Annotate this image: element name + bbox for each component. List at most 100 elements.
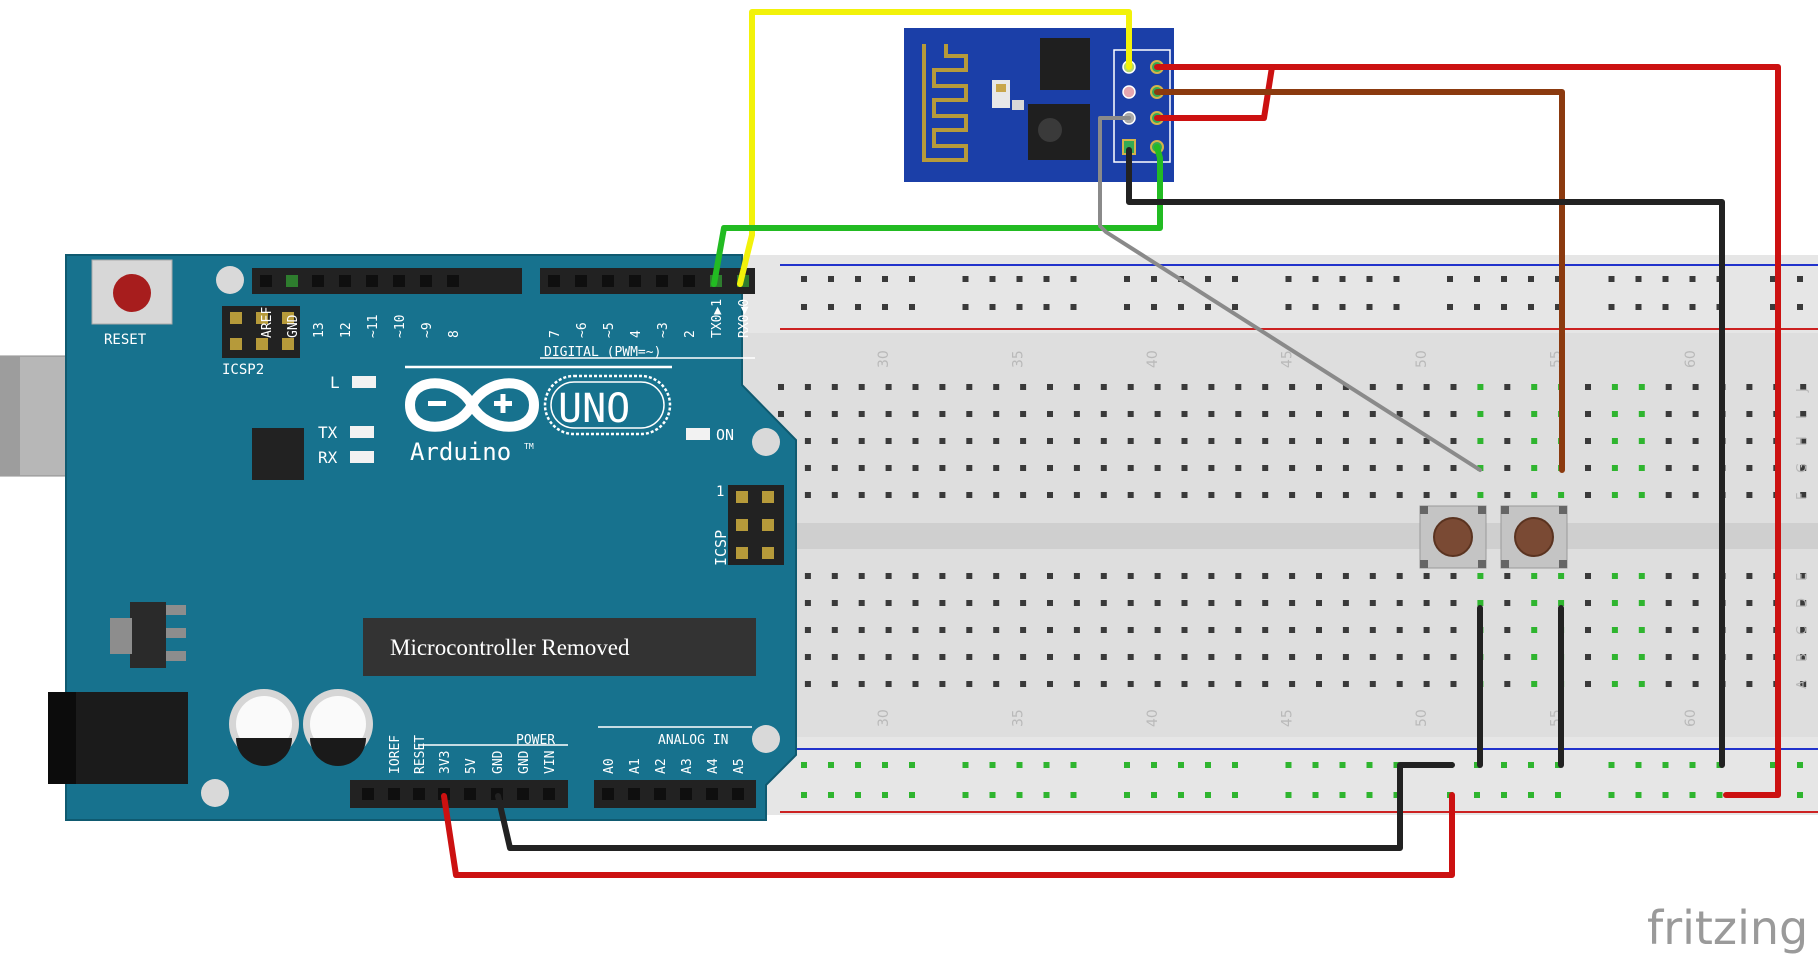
breadboard-hole bbox=[1289, 627, 1296, 633]
wires bbox=[441, 9, 1781, 878]
breadboard-hole bbox=[1339, 792, 1346, 798]
icsp-label: ICSP bbox=[712, 530, 730, 566]
breadboard-hole bbox=[1369, 600, 1376, 606]
breadboard-hole bbox=[1342, 573, 1349, 579]
breadboard-hole bbox=[1531, 573, 1538, 579]
breadboard-hole bbox=[1178, 792, 1184, 798]
breadboard-hole bbox=[831, 411, 838, 417]
breadboard-hole bbox=[1665, 438, 1672, 444]
digital-pin-socket bbox=[312, 275, 324, 287]
breadboard-hole bbox=[831, 465, 838, 471]
breadboard-hole bbox=[1501, 762, 1507, 768]
breadboard-hole bbox=[1151, 276, 1157, 282]
breadboard-hole bbox=[1181, 573, 1188, 579]
breadboard-hole bbox=[1342, 654, 1349, 660]
breadboard-hole bbox=[885, 600, 892, 606]
breadboard-hole bbox=[1692, 627, 1699, 633]
breadboard-hole bbox=[1746, 573, 1753, 579]
digital-pin-socket bbox=[420, 275, 432, 287]
breadboard-hole bbox=[1716, 792, 1723, 798]
breadboard-hole bbox=[1423, 600, 1430, 606]
breadboard-hole bbox=[1396, 411, 1403, 417]
breadboard-hole bbox=[989, 304, 996, 310]
digital-pin-socket bbox=[393, 275, 405, 287]
breadboard-hole bbox=[1423, 411, 1430, 417]
digital-pin-label: ~6 bbox=[575, 322, 590, 338]
breadboard-hole bbox=[1585, 438, 1591, 444]
breadboard-hole bbox=[909, 762, 915, 768]
breadboard-hole bbox=[1366, 762, 1373, 768]
breadboard-hole bbox=[1285, 276, 1292, 282]
breadboard-hole bbox=[1447, 276, 1453, 282]
digital-pin-socket bbox=[575, 275, 587, 287]
push-button-2[interactable] bbox=[1500, 505, 1568, 569]
breadboard-hole bbox=[1154, 600, 1161, 606]
icsp-pin1-label: 1 bbox=[716, 484, 724, 500]
breadboard-hole bbox=[1016, 792, 1023, 798]
breadboard-hole bbox=[1342, 492, 1349, 498]
breadboard-hole bbox=[831, 492, 838, 498]
row-letter: I bbox=[1795, 415, 1810, 419]
digital-pin-socket bbox=[602, 275, 614, 287]
breadboard-hole bbox=[1208, 465, 1215, 471]
wire-red-vcc-esp bbox=[1154, 64, 1781, 798]
push-button-1[interactable] bbox=[1419, 505, 1487, 569]
breadboard-hole bbox=[1369, 654, 1376, 660]
breadboard-hole bbox=[1770, 304, 1776, 310]
breadboard-hole bbox=[966, 627, 973, 633]
breadboard-hole bbox=[1638, 438, 1645, 444]
breadboard-hole bbox=[1047, 384, 1053, 390]
column-number-top: 35 bbox=[1011, 350, 1027, 368]
breadboard-hole bbox=[909, 304, 915, 310]
breadboard-hole bbox=[1800, 627, 1807, 633]
breadboard-hole bbox=[1396, 600, 1403, 606]
row-letter: C bbox=[1795, 626, 1810, 635]
breadboard-hole bbox=[1638, 573, 1645, 579]
breadboard-hole bbox=[1047, 438, 1053, 444]
breadboard-hole bbox=[1746, 654, 1753, 660]
breadboard-hole bbox=[1020, 465, 1027, 471]
breadboard-hole bbox=[1232, 792, 1238, 798]
breadboard-hole bbox=[1316, 627, 1322, 633]
breadboard-hole bbox=[1746, 438, 1753, 444]
column-number-bottom: 30 bbox=[876, 709, 892, 727]
breadboard-hole bbox=[1531, 411, 1538, 417]
uno-model-label: UNO bbox=[558, 386, 630, 432]
breadboard-hole bbox=[858, 438, 865, 444]
breadboard-hole bbox=[989, 762, 996, 768]
breadboard-hole bbox=[1073, 627, 1080, 633]
breadboard-hole bbox=[778, 384, 784, 390]
breadboard-hole bbox=[858, 411, 865, 417]
power-pin-label: VIN bbox=[543, 751, 558, 774]
breadboard-hole bbox=[1020, 681, 1027, 687]
breadboard-hole bbox=[858, 600, 865, 606]
breadboard-hole bbox=[1665, 600, 1672, 606]
breadboard-hole bbox=[1127, 627, 1134, 633]
breadboard-hole bbox=[1316, 411, 1322, 417]
breadboard-hole bbox=[912, 438, 919, 444]
breadboard-hole bbox=[909, 276, 915, 282]
breadboard-hole bbox=[1555, 304, 1561, 310]
board-pcb bbox=[65, 254, 797, 821]
breadboard-hole bbox=[966, 465, 973, 471]
breadboard-hole bbox=[1528, 792, 1534, 798]
breadboard-hole bbox=[1800, 411, 1807, 417]
breadboard-hole bbox=[1043, 276, 1050, 282]
breadboard-hole bbox=[1635, 762, 1642, 768]
breadboard-hole bbox=[1746, 681, 1753, 687]
breadboard-hole bbox=[1181, 465, 1188, 471]
breadboard-hole bbox=[1585, 573, 1591, 579]
breadboard-hole bbox=[778, 411, 784, 417]
analog-pin-label: A0 bbox=[602, 758, 617, 774]
breadboard-hole bbox=[831, 654, 838, 660]
breadboard-hole bbox=[1154, 411, 1161, 417]
wire-yellow-tx bbox=[737, 9, 1132, 287]
breadboard-hole bbox=[1235, 627, 1242, 633]
breadboard-hole bbox=[828, 792, 834, 798]
breadboard-hole bbox=[1127, 600, 1134, 606]
icsp-header bbox=[728, 485, 784, 565]
breadboard-hole bbox=[1289, 492, 1296, 498]
breadboard-hole bbox=[1047, 627, 1053, 633]
breadboard-hole bbox=[993, 600, 1000, 606]
